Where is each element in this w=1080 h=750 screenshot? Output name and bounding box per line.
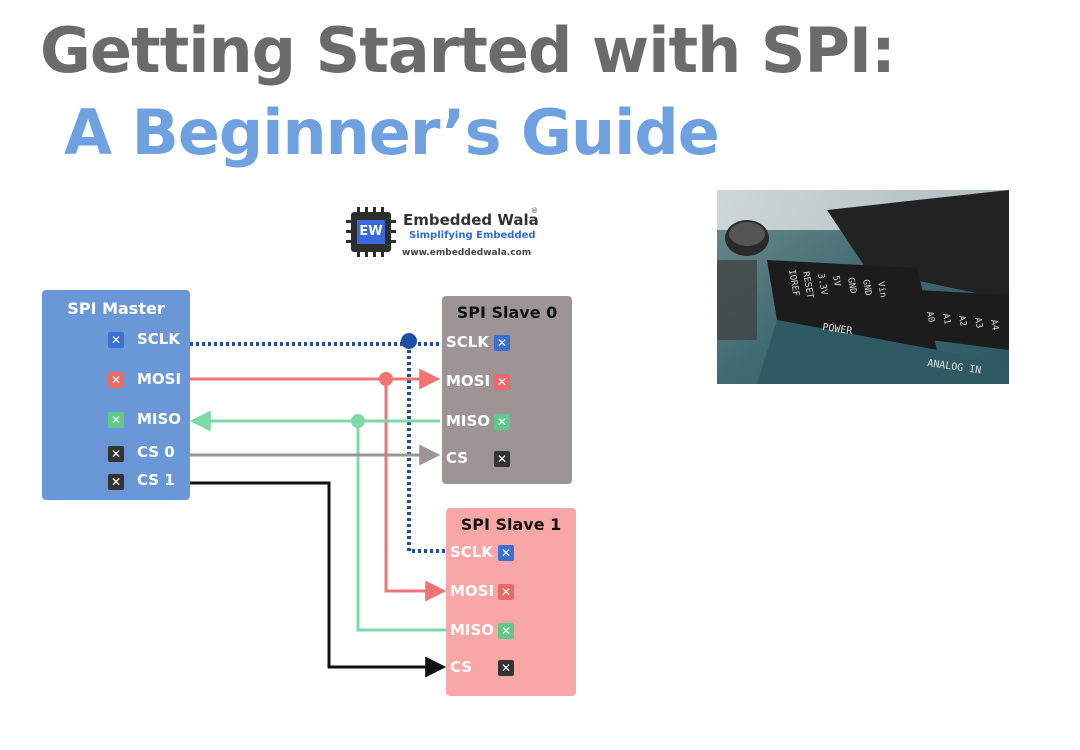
close-icon: ✕	[498, 584, 514, 600]
close-icon: ✕	[498, 623, 514, 639]
spi-slave-0-box: SPI Slave 0 SCLK ✕ MOSI ✕ MISO ✕ CS ✕	[442, 296, 572, 484]
registered-mark: ®	[531, 207, 538, 215]
close-icon: ✕	[108, 372, 124, 388]
close-icon: ✕	[494, 335, 510, 351]
close-icon: ✕	[494, 414, 510, 430]
slave1-pin-mosi: MOSI	[450, 582, 495, 600]
slave1-pin-cs: CS	[450, 658, 473, 676]
close-icon: ✕	[498, 660, 514, 676]
photo-label: A4	[988, 319, 1000, 331]
close-icon: ✕	[108, 446, 124, 462]
spi-slave-0-title: SPI Slave 0	[456, 303, 558, 322]
title-line-1: Getting Started with SPI:	[40, 14, 896, 87]
master-pin-sclk: SCLK	[137, 330, 180, 348]
power-label: POWER	[822, 322, 854, 337]
photo-label: 3.3V	[815, 273, 829, 297]
slave1-pin-sclk: SCLK	[450, 543, 493, 561]
slave0-pin-miso: MISO	[446, 412, 491, 430]
close-icon: ✕	[108, 412, 124, 428]
spi-slave-1-box: SPI Slave 1 SCLK ✕ MOSI ✕ MISO ✕ CS ✕	[446, 508, 576, 696]
photo-label: A0	[924, 311, 936, 323]
photo-label: Vin	[875, 281, 888, 299]
photo-label: GND	[860, 279, 873, 297]
miso-branch-wire	[356, 421, 446, 632]
logo-tagline: Simplifying Embedded	[409, 230, 536, 241]
logo-chip-text: EW	[357, 220, 385, 244]
embedded-wala-logo: EW Embedded Wala ® Simplifying Embedded …	[345, 206, 545, 264]
title-line-2: A Beginner’s Guide	[64, 96, 720, 169]
photo-label: A1	[940, 313, 952, 325]
slave1-pin-miso: MISO	[450, 621, 495, 639]
close-icon: ✕	[494, 374, 510, 390]
cs1-wire	[190, 481, 447, 678]
photo-label: RESET	[800, 271, 815, 300]
close-icon: ✕	[498, 545, 514, 561]
chip-icon: EW	[351, 212, 391, 252]
slave0-pin-sclk: SCLK	[446, 333, 489, 351]
close-icon: ✕	[108, 332, 124, 348]
master-pin-cs0: CS 0	[137, 443, 175, 461]
photo-label: 5V	[830, 275, 842, 288]
master-pin-mosi: MOSI	[137, 370, 182, 388]
logo-url: www.embeddedwala.com	[402, 248, 532, 258]
photo-label: A3	[972, 317, 984, 329]
spi-master-box: SPI Master ✕ SCLK ✕ MOSI ✕ MISO ✕ CS 0 ✕…	[42, 290, 190, 500]
header-labels: IOREF RESET 3.3V 5V GND GND Vin A0 A1 A2…	[786, 269, 1000, 331]
photo-label: IOREF	[786, 269, 801, 297]
mosi-junction	[379, 372, 393, 386]
photo-label: GND	[845, 277, 858, 295]
logo-name: Embedded Wala	[403, 211, 539, 229]
mosi-branch-wire	[384, 379, 447, 602]
photo-label: A2	[956, 315, 968, 327]
spi-master-title: SPI Master	[67, 299, 165, 318]
slave0-pin-cs: CS	[446, 449, 469, 467]
master-pin-cs1: CS 1	[137, 471, 175, 489]
spi-slave-1-title: SPI Slave 1	[460, 515, 562, 534]
close-icon: ✕	[494, 451, 510, 467]
arduino-header-photo: IOREF RESET 3.3V 5V GND GND Vin A0 A1 A2…	[717, 190, 1009, 384]
sclk-branch-wire	[407, 344, 446, 553]
slave0-pin-mosi: MOSI	[446, 372, 491, 390]
close-icon: ✕	[108, 474, 124, 490]
sclk-junction	[401, 333, 417, 349]
miso-junction	[351, 414, 365, 428]
master-pin-miso: MISO	[137, 410, 182, 428]
